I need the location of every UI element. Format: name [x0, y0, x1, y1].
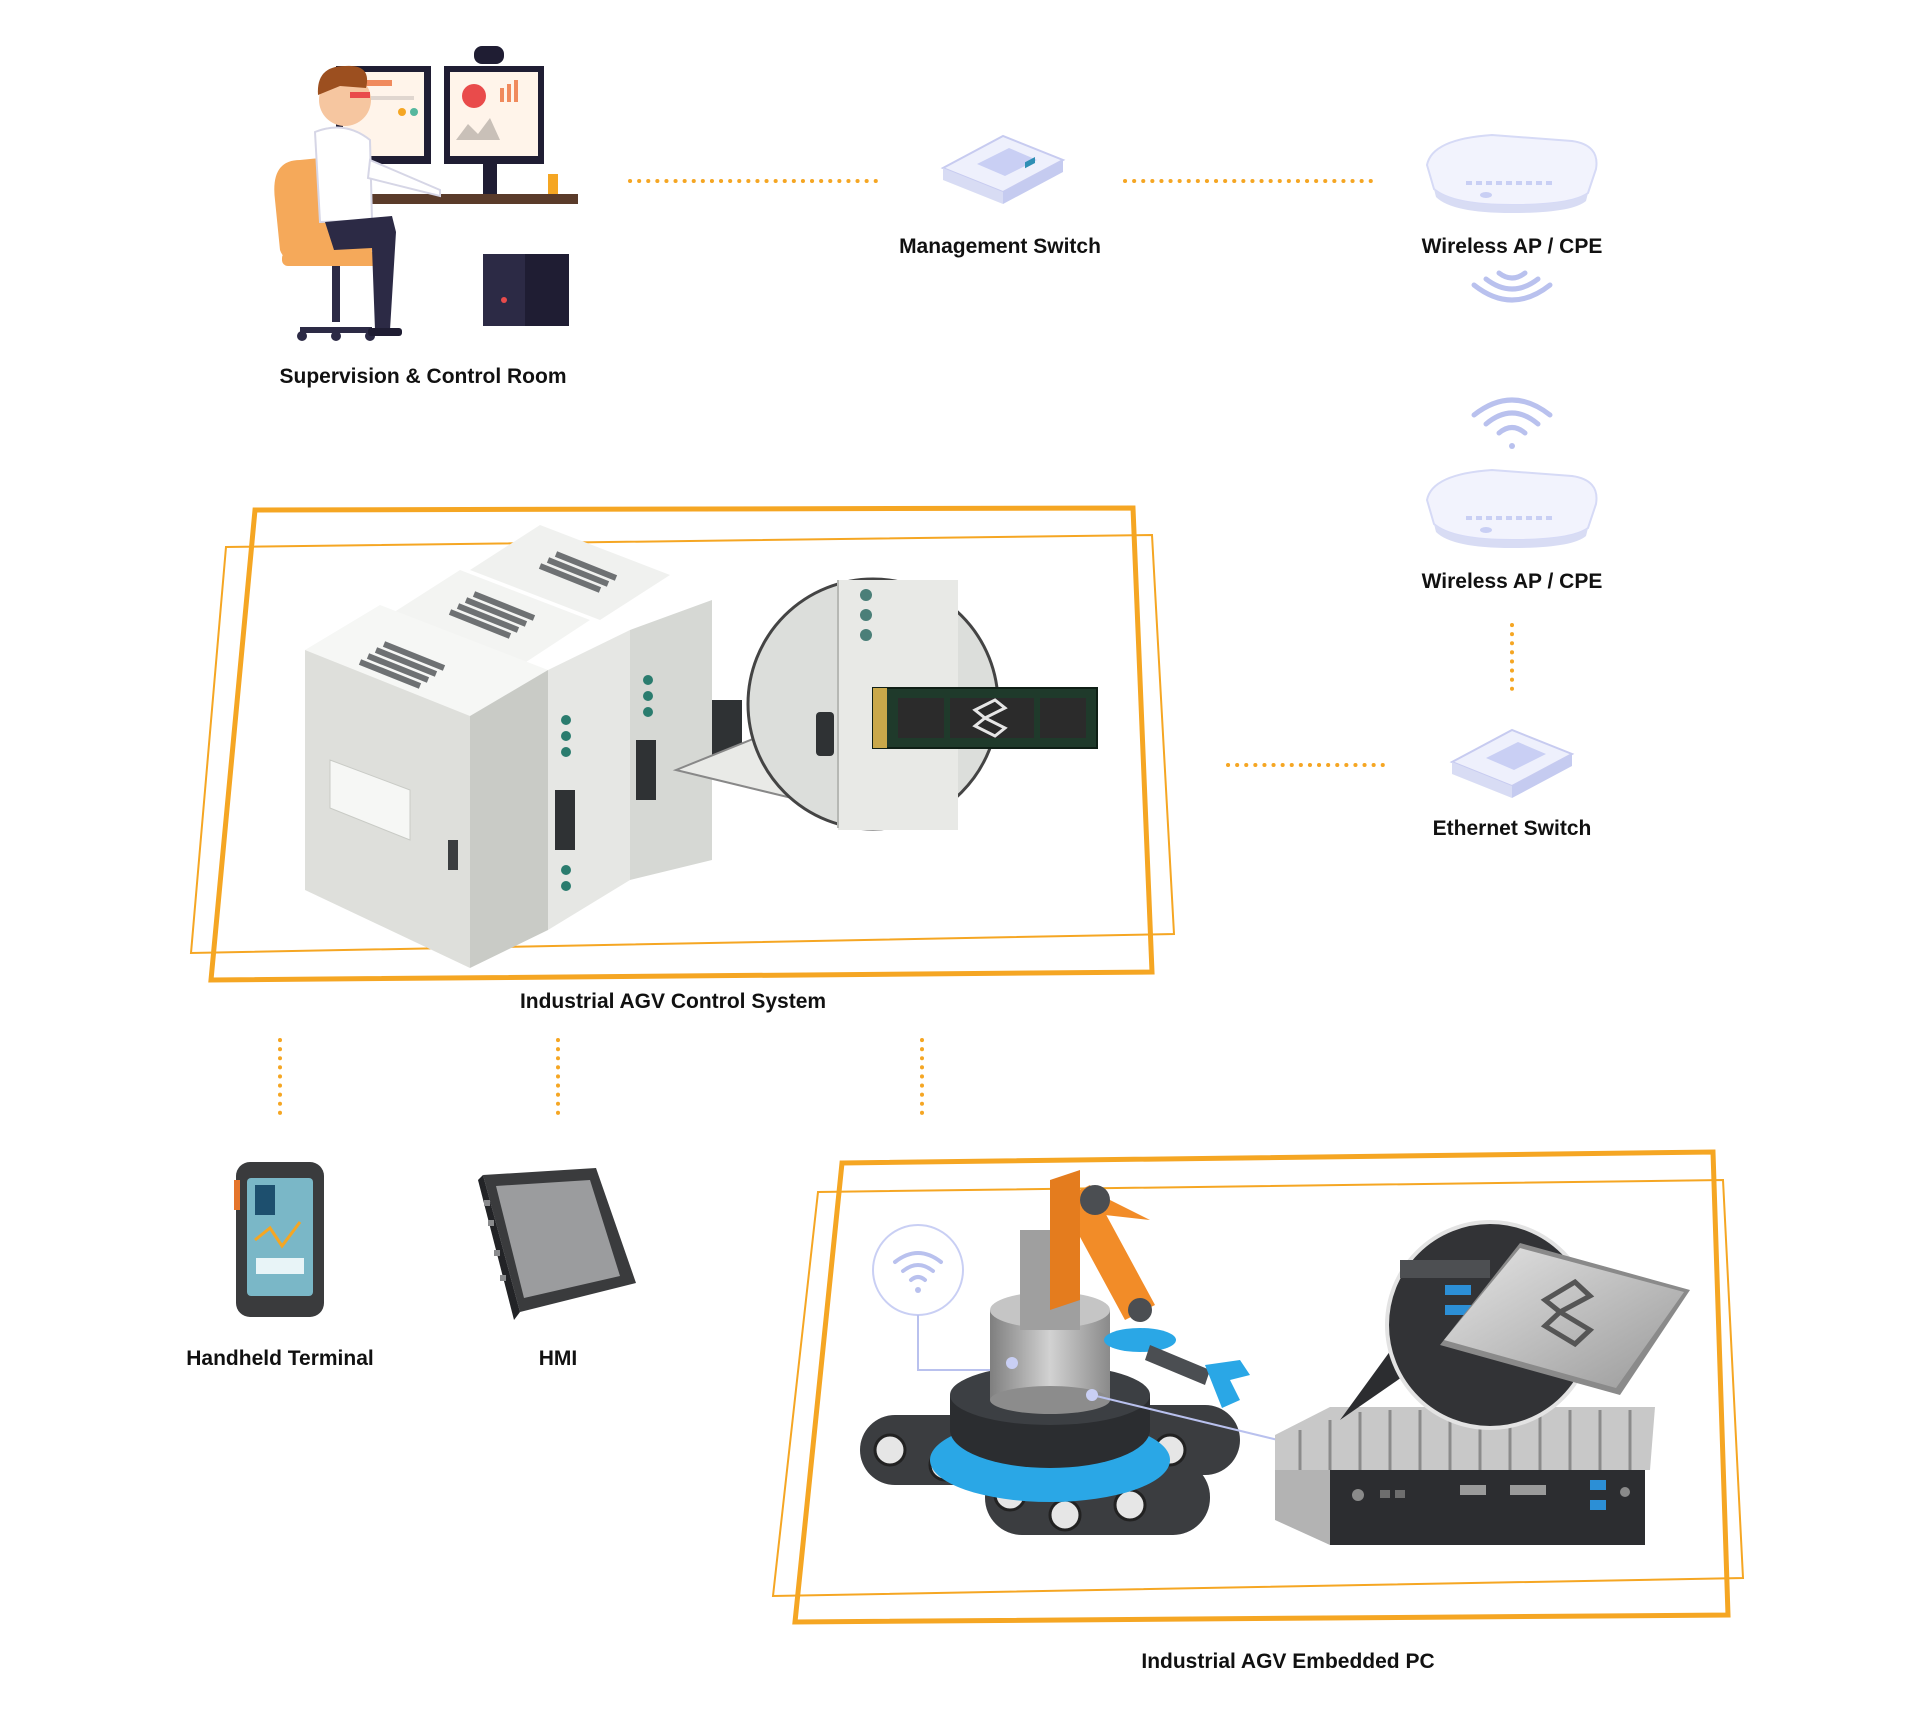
wifi-signal-icon — [1471, 270, 1553, 303]
label-wireless-ap-top: Wireless AP / CPE — [1421, 235, 1603, 258]
robot-arm-embedded-pc-icon — [860, 1170, 1690, 1545]
network-switch-icon — [940, 134, 1066, 204]
label-handheld-terminal: Handheld Terminal — [186, 1347, 374, 1370]
rugged-handheld-icon — [234, 1162, 324, 1317]
label-wireless-ap-bottom: Wireless AP / CPE — [1421, 570, 1603, 593]
embedded-pc-frame — [771, 1149, 1745, 1625]
wifi-signal-icon — [1471, 397, 1553, 449]
label-agv-control-system: Industrial AGV Control System — [519, 990, 827, 1013]
label-management-switch: Management Switch — [899, 235, 1101, 258]
label-agv-embedded-pc: Industrial AGV Embedded PC — [1141, 1650, 1435, 1673]
connectors — [278, 179, 1514, 1120]
din-rail-controller-icon — [305, 525, 1098, 968]
m2-ssd-icon — [872, 687, 1098, 749]
network-switch-icon — [1449, 728, 1575, 798]
label-ethernet-switch: Ethernet Switch — [1432, 817, 1592, 840]
sata-ssd-icon — [1440, 1243, 1690, 1395]
label-hmi: HMI — [538, 1347, 578, 1370]
wireless-access-point-icon — [1425, 133, 1598, 213]
operator-workstation-icon — [274, 46, 578, 341]
wireless-access-point-icon — [1425, 468, 1598, 548]
panel-monitor-icon — [478, 1168, 636, 1320]
label-control-room: Supervision & Control Room — [279, 365, 567, 388]
control-system-frame — [189, 505, 1176, 983]
